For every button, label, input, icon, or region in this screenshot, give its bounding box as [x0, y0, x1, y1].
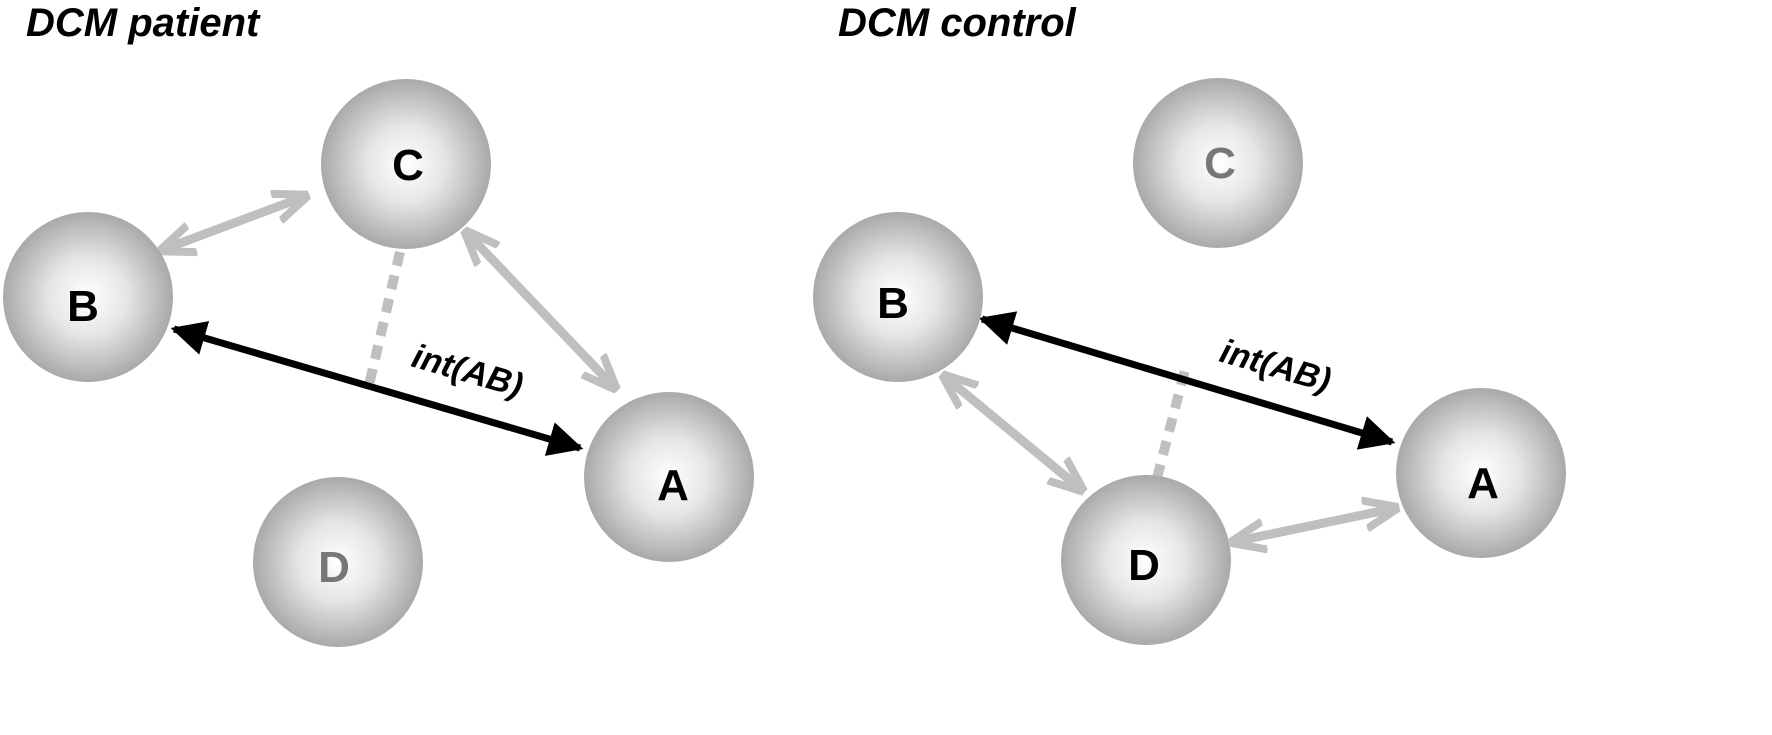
panel-title: DCM patient	[26, 1, 261, 45]
node-b: B	[3, 212, 173, 382]
node-c: C	[321, 79, 491, 249]
connection-d-a	[1233, 508, 1396, 542]
node-a: A	[1396, 388, 1566, 558]
node-b: B	[813, 212, 983, 382]
modulation-c-on-ab	[364, 250, 405, 387]
node-d: D	[1061, 475, 1231, 645]
connection-b-a	[978, 311, 1396, 450]
connection-b-a	[170, 321, 584, 456]
edge-label-int-ab: int(AB)	[1216, 332, 1335, 400]
edge-label-int-ab: int(AB)	[408, 337, 527, 405]
panel-dcm-control: DCM control int(AB) C B A D	[813, 1, 1566, 645]
connection-b-c	[162, 196, 306, 250]
connection-c-a	[466, 232, 615, 388]
node-c: C	[1133, 78, 1303, 248]
connection-b-d	[944, 376, 1082, 490]
modulation-d-on-ab	[1152, 368, 1190, 480]
node-label: B	[67, 282, 99, 331]
panel-dcm-patient: DCM patient int(AB) B C A D	[3, 1, 754, 647]
node-label: C	[392, 141, 424, 190]
node-label: D	[1128, 541, 1160, 590]
node-label: D	[318, 543, 350, 592]
panel-title: DCM control	[838, 1, 1077, 45]
node-label: B	[877, 279, 909, 328]
node-a: A	[584, 392, 754, 562]
node-label: A	[1467, 459, 1499, 508]
node-label: A	[657, 461, 689, 510]
node-label: C	[1204, 139, 1236, 188]
node-d: D	[253, 477, 423, 647]
